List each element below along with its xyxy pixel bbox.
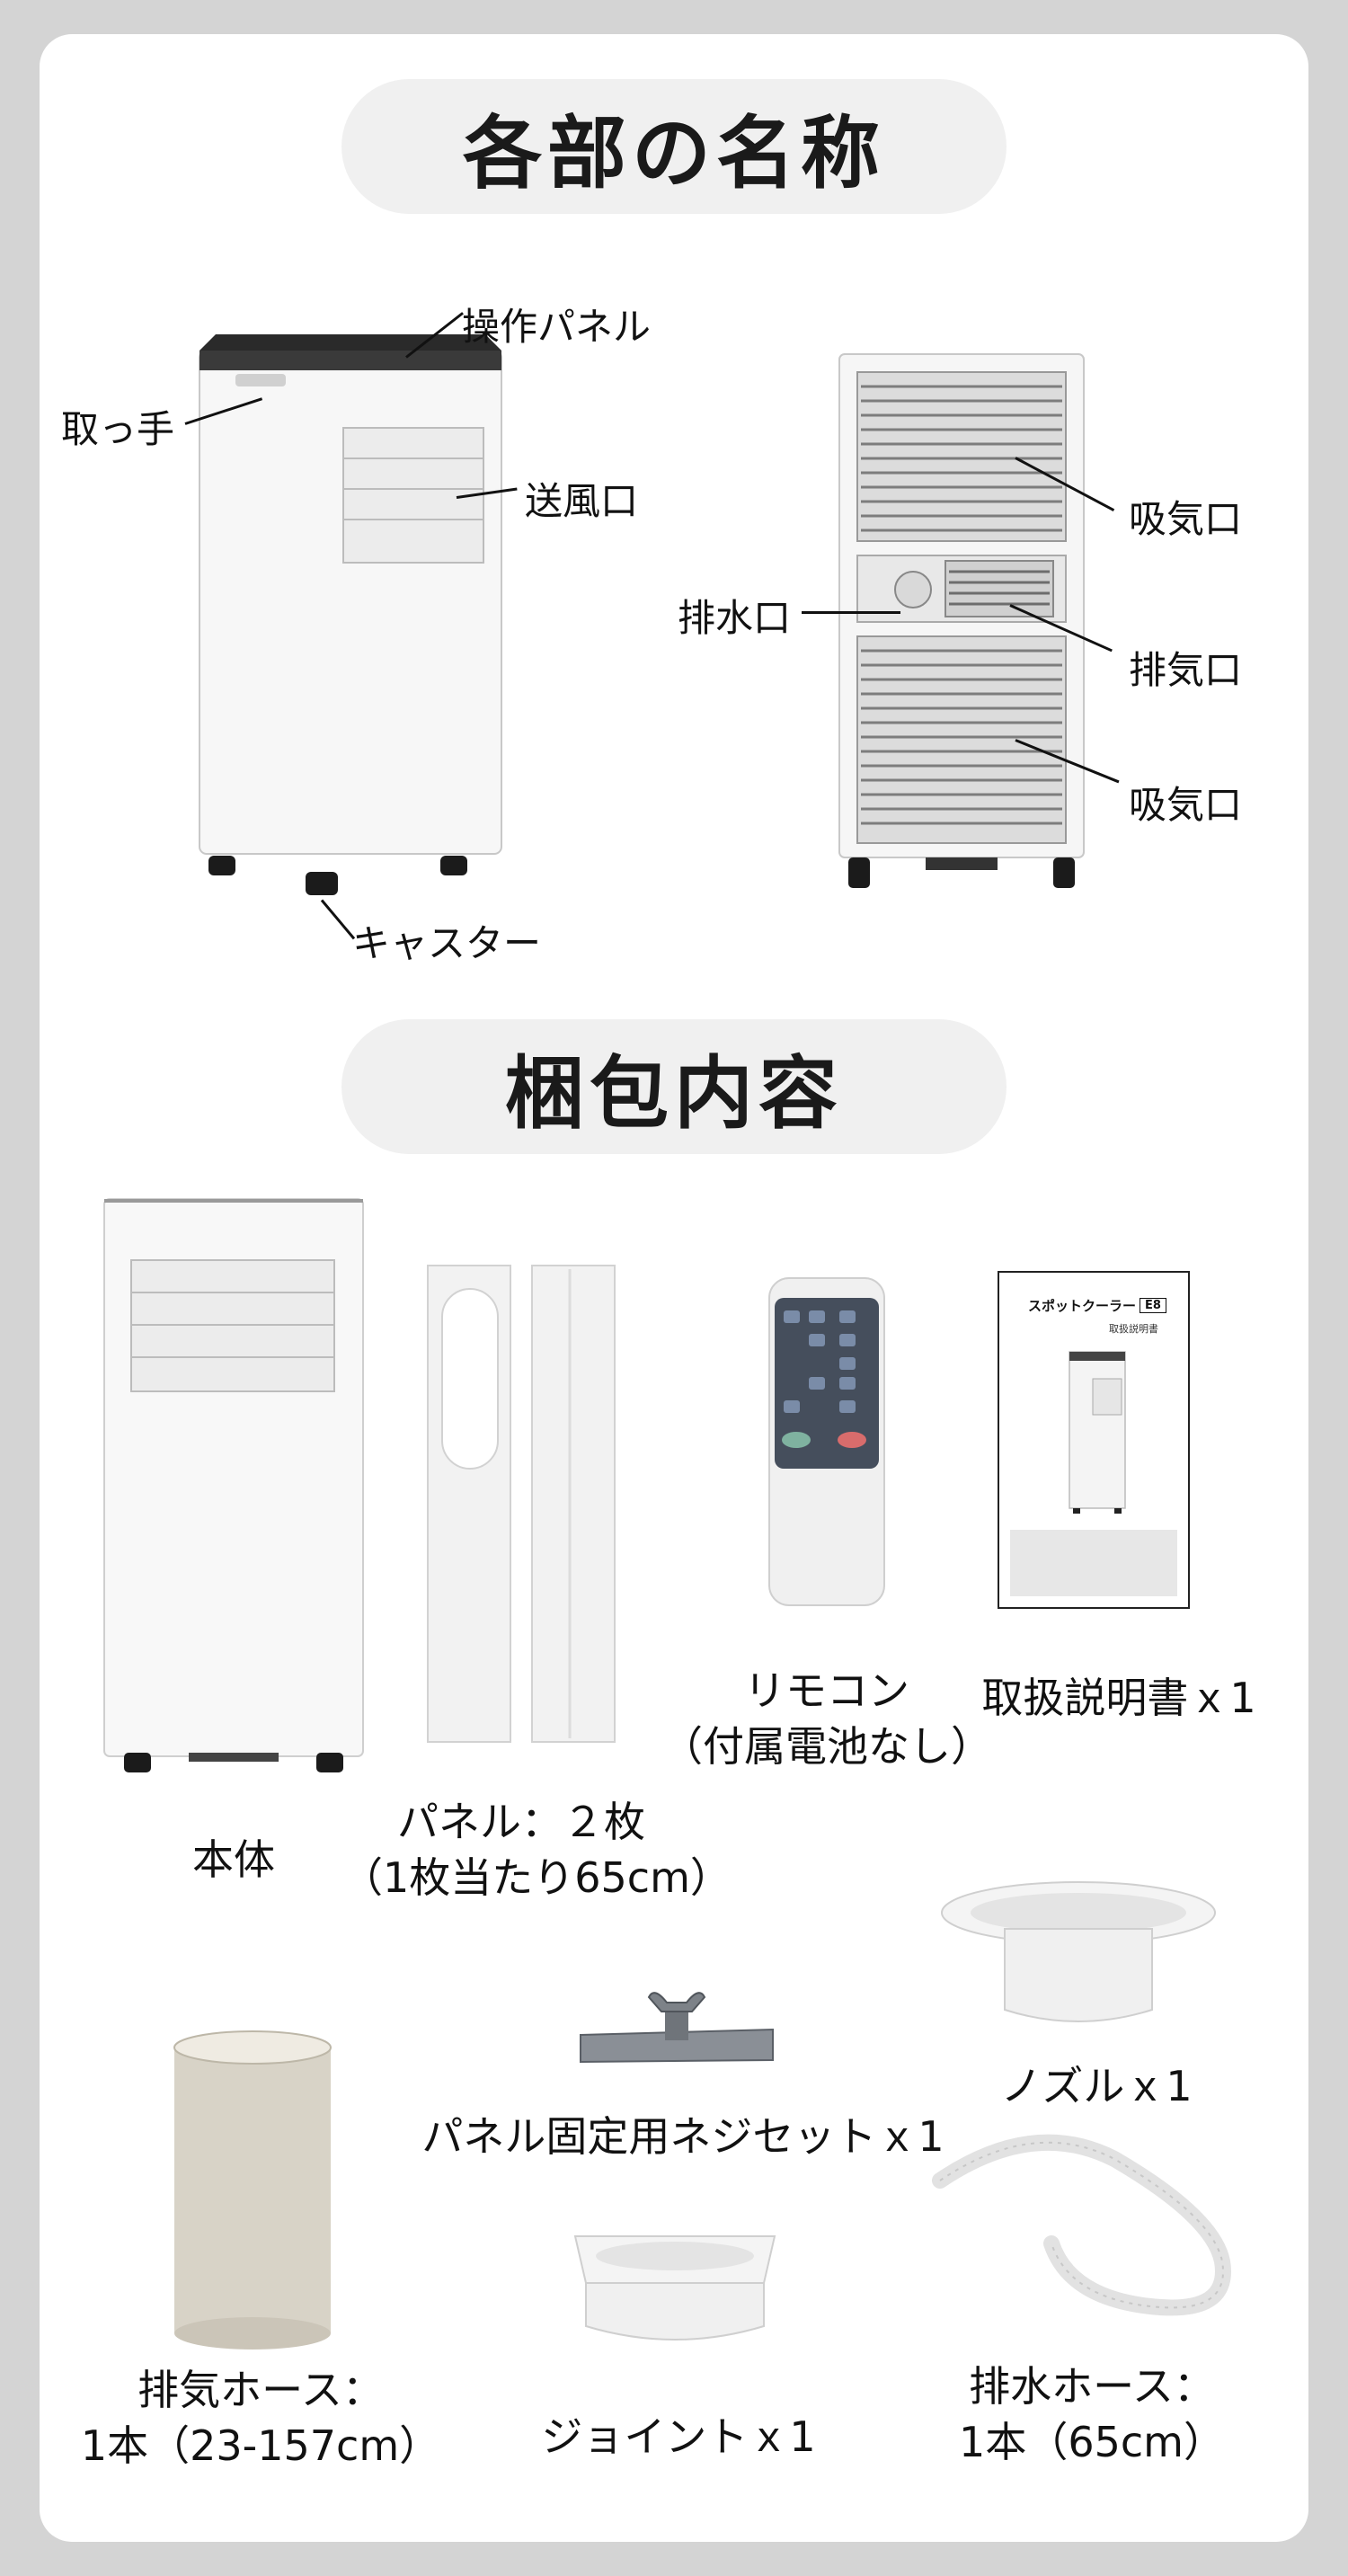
manual-cover-notice-box bbox=[1010, 1530, 1177, 1596]
manual-unit-thumbnail bbox=[1069, 1351, 1126, 1514]
label-intake-upper: 吸気口 bbox=[1129, 497, 1243, 541]
caption-exhaust-hose-line2: 1本（23-157cm） bbox=[80, 2421, 441, 2470]
caption-nozzle: ノズルｘ1 bbox=[1000, 2062, 1193, 2110]
remote-control-image bbox=[768, 1277, 885, 1606]
joint-image bbox=[573, 2235, 776, 2341]
nozzle-image bbox=[941, 1881, 1216, 2022]
section-title-contents: 梱包内容 bbox=[341, 1019, 1007, 1154]
caption-drain-hose: 排水ホース： 1本（65cm） bbox=[935, 2358, 1249, 2470]
caption-remote: リモコン （付属電池なし） bbox=[647, 1663, 1007, 1774]
label-air-outlet: 送風口 bbox=[525, 479, 639, 523]
screw-set-image bbox=[580, 1992, 774, 2064]
label-exhaust-port: 排気口 bbox=[1129, 648, 1243, 692]
caption-exhaust-hose: 排気ホース： 1本（23-157cm） bbox=[72, 2362, 449, 2474]
label-control-panel: 操作パネル bbox=[462, 305, 652, 349]
caption-panels-line2: （1枚当たり65cm） bbox=[341, 1853, 732, 1902]
caption-remote-line1: リモコン bbox=[744, 1666, 909, 1715]
drain-hose-image bbox=[932, 2134, 1231, 2316]
manual-cover-model: E8 bbox=[1140, 1298, 1166, 1313]
manual-image: スポットクーラー E8 取扱説明書 bbox=[998, 1271, 1190, 1609]
leader-drain-port bbox=[802, 611, 900, 614]
caption-drain-hose-line1: 排水ホース： bbox=[969, 2362, 1215, 2411]
caption-body: 本体 bbox=[192, 1835, 275, 1884]
section-title-parts: 各部の名称 bbox=[341, 79, 1007, 214]
exhaust-hose-image bbox=[173, 2030, 332, 2349]
manual-cover-subtitle: 取扱説明書 bbox=[1109, 1323, 1158, 1335]
front-unit-illustration bbox=[199, 334, 502, 895]
caption-manual: 取扱説明書ｘ1 bbox=[981, 1674, 1256, 1722]
caption-screw-set: パネル固定用ネジセットｘ1 bbox=[421, 2112, 944, 2161]
label-handle: 取っ手 bbox=[61, 407, 175, 451]
caption-joint: ジョイントｘ1 bbox=[541, 2412, 816, 2461]
label-drain-port: 排水口 bbox=[678, 596, 792, 640]
label-casters: キャスター bbox=[352, 921, 542, 965]
caption-drain-hose-line2: 1本（65cm） bbox=[959, 2418, 1225, 2466]
label-intake-lower: 吸気口 bbox=[1129, 783, 1243, 827]
manual-cover-title: スポットクーラー bbox=[1028, 1298, 1137, 1314]
caption-panels: パネル：２枚 （1枚当たり65cm） bbox=[341, 1794, 732, 1905]
main-unit-image bbox=[103, 1198, 364, 1772]
window-panels-image bbox=[427, 1265, 616, 1743]
caption-panels-line1: パネル：２枚 bbox=[397, 1798, 645, 1846]
caption-exhaust-hose-line1: 排気ホース： bbox=[137, 2366, 384, 2414]
caption-remote-line2: （付属電池なし） bbox=[661, 1722, 992, 1771]
back-unit-illustration bbox=[838, 353, 1085, 888]
